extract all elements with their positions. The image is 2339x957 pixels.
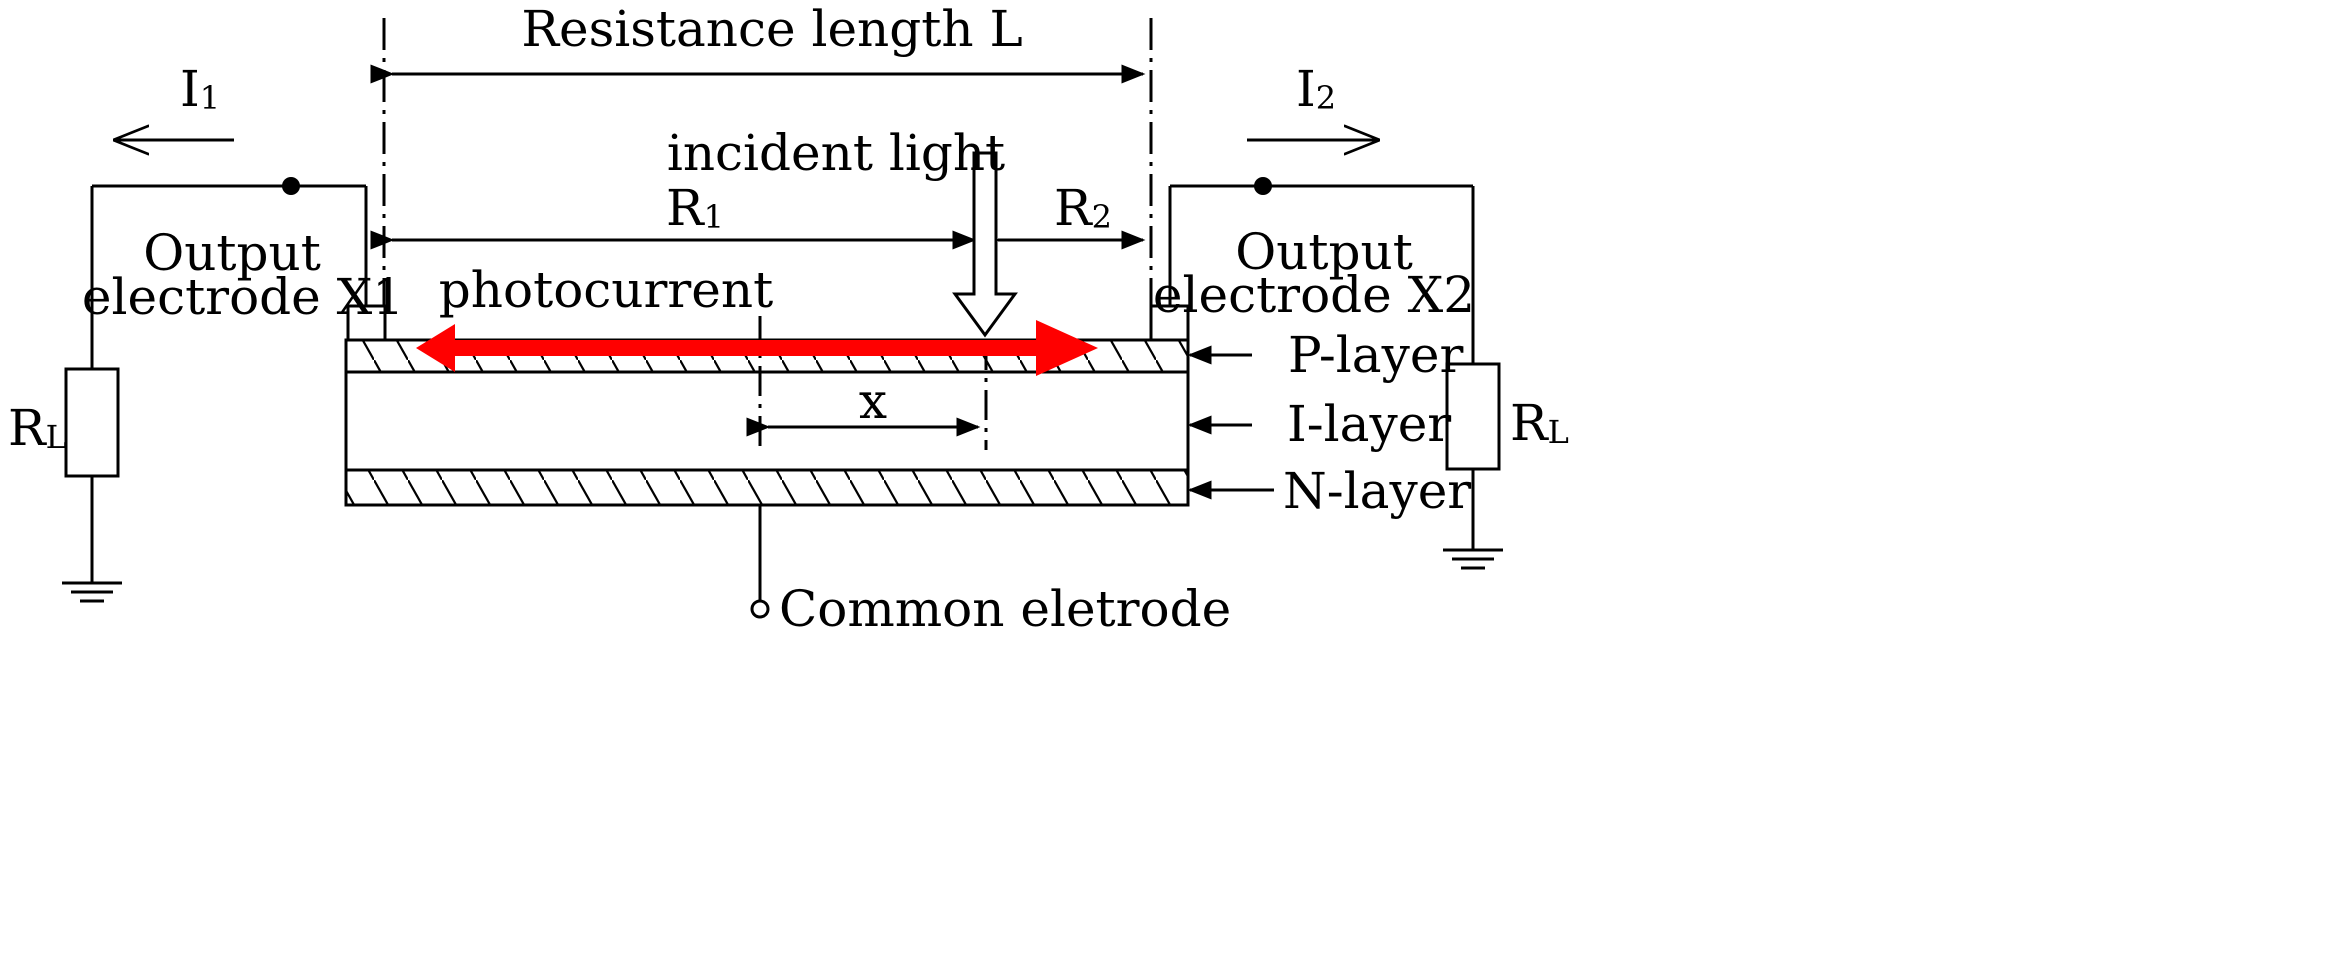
right-output-label-line1: Output [1235, 223, 1413, 281]
i-layer-band [344, 370, 1190, 472]
common-electrode-terminal [750, 599, 770, 619]
r1-label: R1 [666, 179, 724, 237]
left-load-resistor [64, 367, 120, 478]
incident-light-label: incident light [667, 124, 1005, 182]
left-load-label: RL [8, 399, 67, 457]
current-left-label: I1 [180, 60, 220, 118]
left-circuit [62, 177, 368, 603]
photocurrent-label: photocurrent [439, 261, 773, 319]
incident-light-arrow [952, 151, 1018, 338]
n-layer-label: N-layer [1283, 462, 1471, 520]
right-load-label: RL [1510, 394, 1569, 452]
r2-label: R2 [1054, 179, 1112, 237]
right-ground-icon [1443, 548, 1503, 570]
n-layer-band [344, 468, 1190, 507]
left-output-label-line1: Output [143, 224, 321, 282]
left-electrode-pad [346, 304, 387, 342]
right-load-resistor [1445, 362, 1501, 471]
current-right-label: I2 [1296, 60, 1336, 118]
right-circuit [1168, 177, 1503, 570]
left-junction-dot [282, 177, 300, 195]
left-ground-icon [62, 581, 122, 603]
i-layer-label: I-layer [1287, 395, 1451, 453]
right-output-label-line2: electrode X2 [1153, 266, 1475, 324]
resistance-length-label: Resistance length L [521, 0, 1022, 58]
device-layers [344, 338, 1190, 507]
right-junction-dot [1254, 177, 1272, 195]
x-label: x [859, 372, 887, 430]
photocurrent-arrow [416, 320, 1098, 376]
left-output-label-line2: electrode X1 [82, 268, 404, 326]
common-electrode-label: Common eletrode [779, 580, 1231, 638]
p-layer-label: P-layer [1288, 326, 1463, 384]
